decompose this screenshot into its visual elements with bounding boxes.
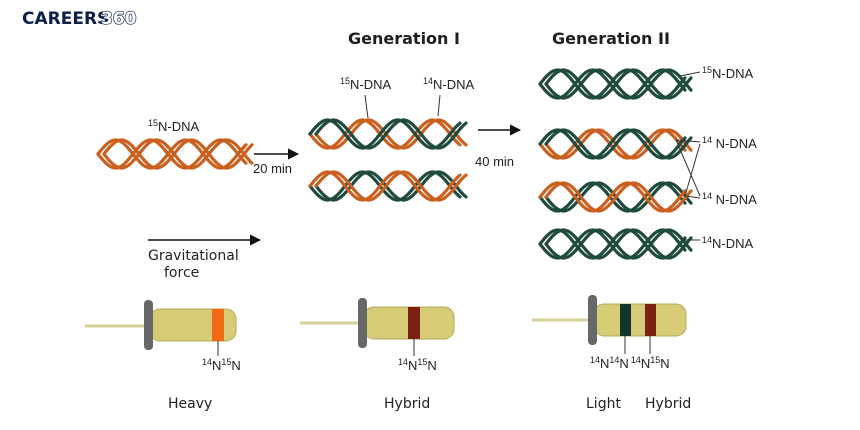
helix-parent-n15 — [96, 138, 254, 170]
strand-a1 — [538, 128, 687, 160]
gen1-left-sup: 15 — [340, 76, 350, 86]
strand-a2 — [314, 118, 468, 150]
arrow-20min-label: 20 min — [253, 161, 292, 176]
gen1-left-text: N-DNA — [350, 77, 391, 92]
tube-mixed-body — [593, 303, 687, 337]
tube-hybrid-label: 14N15N — [398, 357, 437, 373]
gen2-bottom-label: 14N-DNA — [702, 235, 754, 251]
gen2-bottom-sup: 14 — [702, 235, 712, 245]
gen2-top-leader — [679, 71, 701, 77]
gen1-left-label: 15N-DNA — [340, 76, 392, 92]
tube-mixed-cap — [588, 295, 597, 345]
strand-b1 — [538, 228, 687, 260]
mixed-hybrid-band — [645, 304, 656, 336]
strand-b2 — [544, 228, 693, 260]
strand-a2 — [544, 181, 693, 213]
strand-a2 — [544, 128, 693, 160]
parent-text: N-DNA — [158, 119, 199, 134]
tube-hybrid — [300, 298, 455, 356]
strand-a2 — [544, 228, 693, 260]
strand-a2 — [102, 138, 254, 170]
gen2-hybrid-leaders — [675, 139, 701, 199]
strand-b2 — [544, 128, 693, 160]
helix-gen2-hybrid-1 — [538, 128, 693, 160]
strand-b1 — [538, 128, 687, 160]
light-band — [620, 304, 631, 336]
strand-a2 — [544, 68, 693, 100]
caption-light: Light — [586, 396, 621, 412]
strand-b1 — [96, 138, 248, 170]
gen2-top-text: N-DNA — [712, 66, 753, 81]
parent-sup: 15 — [148, 118, 158, 128]
gen1-right-sup: 14 — [423, 76, 433, 86]
helix-gen2-light-top — [538, 68, 693, 100]
generation-2-title: Generation II — [552, 29, 670, 48]
tube-heavy — [85, 300, 237, 356]
tube-mixed — [532, 295, 687, 354]
caption-hybrid: Hybrid — [384, 396, 430, 412]
strand-a1 — [96, 138, 248, 170]
gen2-hybrid-b-text: N-DNA — [712, 192, 757, 207]
strand-b1 — [538, 181, 687, 213]
strand-b1 — [538, 68, 687, 100]
gen2-hybrid-a-label: 14 N-DNA — [702, 135, 757, 151]
gen2-hybrid-b-label: 14 N-DNA — [702, 191, 757, 207]
strand-b2 — [544, 68, 693, 100]
tube-heavy-label: 14N15N — [202, 357, 241, 373]
strand-a2 — [314, 170, 468, 202]
strand-b2 — [314, 170, 468, 202]
gravity-label-line2: force — [164, 265, 199, 281]
helix-gen1-hybrid-top — [308, 118, 468, 150]
parent-label: 15N-DNA — [148, 118, 200, 134]
generation-1-title: Generation I — [348, 29, 460, 48]
strand-a1 — [538, 68, 687, 100]
gen1-right-label: 14N-DNA — [423, 76, 475, 92]
strand-a1 — [538, 181, 687, 213]
gen2-hybrid-a-sup: 14 — [702, 135, 712, 145]
logo-number: 360 — [101, 9, 137, 29]
gen2-hybrid-a-text: N-DNA — [712, 136, 757, 151]
gen2-hybrid-b-sup: 14 — [702, 191, 712, 201]
caption-heavy: Heavy — [168, 396, 212, 412]
gen1-right-text: N-DNA — [433, 77, 474, 92]
gravity-label-line1: Gravitational — [148, 248, 239, 264]
tube-hybrid-cap — [358, 298, 367, 348]
gen1-left-leader — [364, 94, 369, 119]
careers360-logo: CAREERS 360 — [22, 8, 137, 29]
heavy-band — [212, 309, 224, 341]
arrow-40min-label: 40 min — [475, 154, 514, 169]
strand-b2 — [102, 138, 254, 170]
hybrid-band — [408, 307, 420, 339]
strand-b2 — [544, 181, 693, 213]
gen2-top-label: 15N-DNA — [702, 65, 754, 81]
logo-word: CAREERS — [22, 9, 109, 29]
helix-gen1-hybrid-bottom — [308, 170, 468, 202]
strand-a1 — [538, 228, 687, 260]
strand-b2 — [314, 118, 468, 150]
caption-light-hybrid: Hybrid — [645, 396, 691, 412]
gen2-top-sup: 15 — [702, 65, 712, 75]
tube-heavy-cap — [144, 300, 153, 350]
gen2-bottom-text: N-DNA — [712, 236, 753, 251]
helix-gen2-hybrid-2 — [538, 181, 693, 213]
helix-gen2-light-bottom — [538, 228, 693, 260]
gen1-right-leader — [437, 94, 441, 117]
